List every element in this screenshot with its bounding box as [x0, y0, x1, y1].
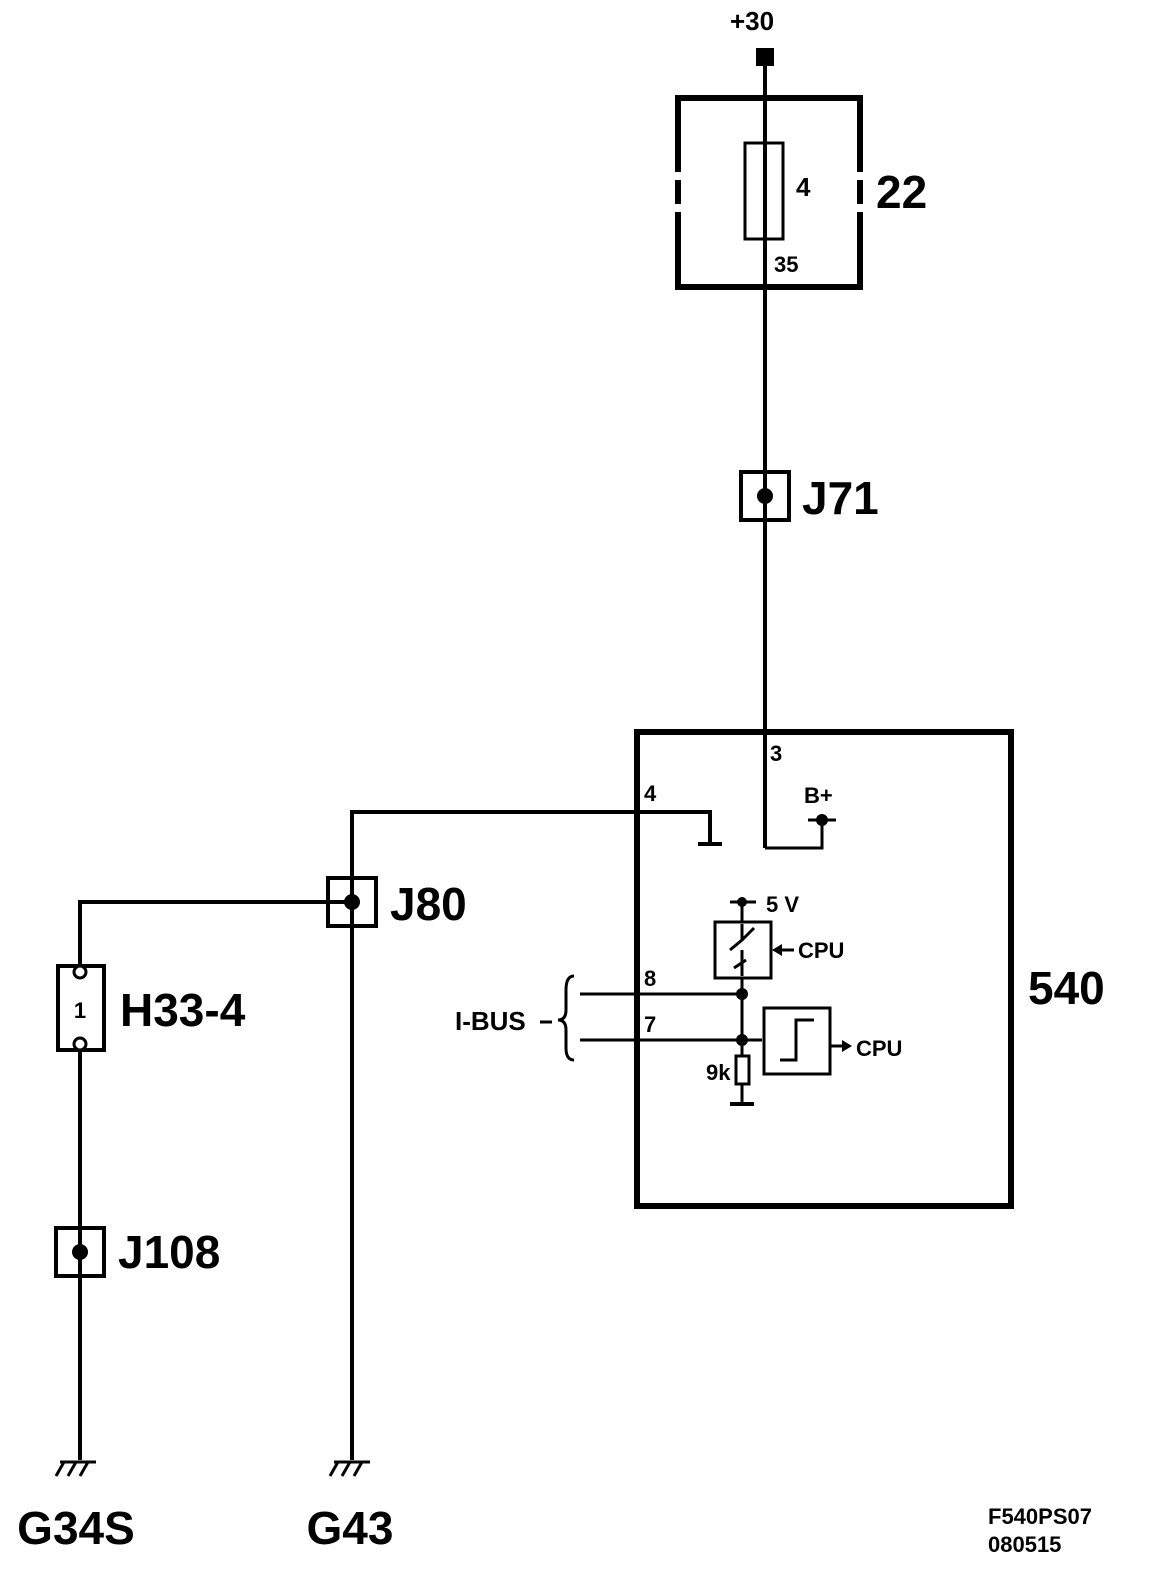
- pin-7-label: 7: [644, 1012, 656, 1037]
- junction-dot: [344, 894, 360, 910]
- connector-h33-4: [56, 964, 106, 1052]
- connector-label: H33-4: [120, 984, 246, 1036]
- ground-g34s-label: G34S: [17, 1502, 135, 1554]
- bus-label: I-BUS: [455, 1006, 526, 1036]
- fuse-box: [675, 95, 863, 290]
- junction-j71-label: J71: [802, 472, 879, 524]
- supply-terminal: [756, 48, 774, 66]
- pin-3-label: 3: [770, 741, 782, 766]
- b-plus-wire: [765, 822, 824, 850]
- fuse-pin: 35: [774, 252, 798, 277]
- junction-dot: [757, 488, 773, 504]
- resistor-label: 9k: [706, 1060, 731, 1085]
- ref-date: 080515: [988, 1532, 1061, 1557]
- ground-wire-pin4: [350, 810, 712, 902]
- pin-8-label: 8: [644, 966, 656, 991]
- ground-g43-label: G43: [307, 1502, 394, 1554]
- wire-j80-h33: [78, 900, 352, 964]
- cpu-in-label: CPU: [798, 938, 844, 963]
- junction-dot: [72, 1244, 88, 1260]
- resistor-9k: [734, 1054, 751, 1086]
- fuse-box-id: 22: [876, 166, 927, 218]
- b-plus-label: B+: [804, 783, 833, 808]
- junction-j80-label: J80: [390, 878, 467, 930]
- supply-label: +30: [730, 6, 774, 36]
- five-v-label: 5 V: [766, 892, 799, 917]
- ground-symbol-g43: [328, 1460, 370, 1477]
- junction-j108-label: J108: [118, 1226, 220, 1278]
- connector-pin: 1: [74, 998, 86, 1023]
- ref-code: F540PS07: [988, 1504, 1092, 1529]
- bus-brace: [557, 974, 575, 1062]
- module-540: [634, 729, 1014, 1209]
- ground-symbol-g34s: [54, 1460, 96, 1477]
- module-id: 540: [1028, 962, 1105, 1014]
- fuse-number: 4: [796, 172, 811, 202]
- cpu-out-label: CPU: [856, 1036, 902, 1061]
- pin-4-label: 4: [644, 781, 657, 806]
